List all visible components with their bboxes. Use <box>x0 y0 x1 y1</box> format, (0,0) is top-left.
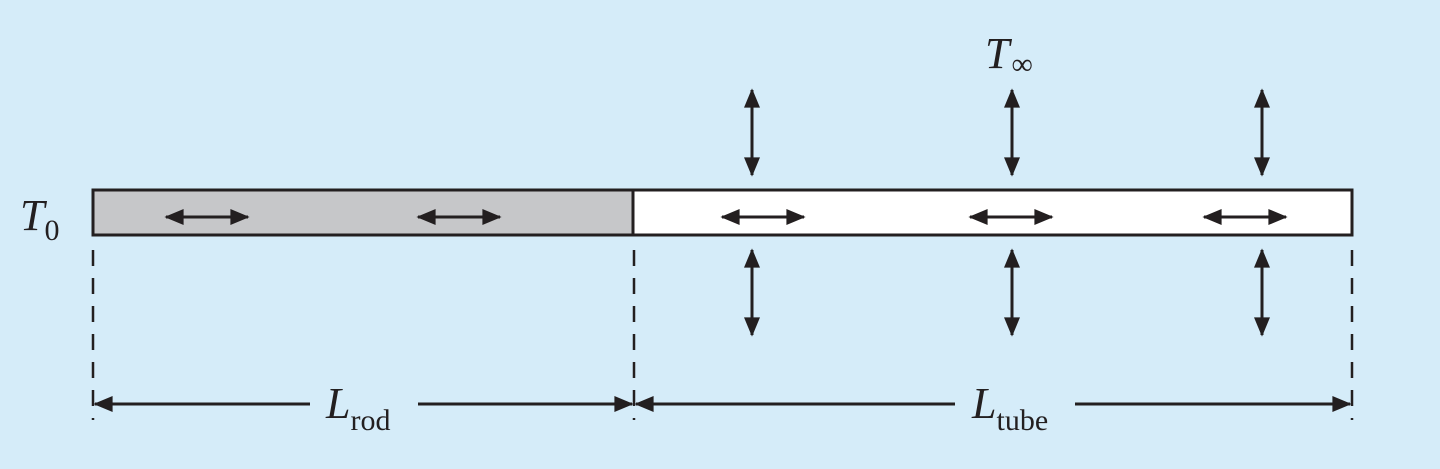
convection-arrows <box>744 88 1270 337</box>
tube-segment <box>631 188 1354 237</box>
rod-length-label: Lrod <box>325 379 390 437</box>
rod-segment <box>91 188 635 237</box>
extension-lines <box>91 250 1354 420</box>
ambient-temperature-label: T∞ <box>985 29 1033 81</box>
base-temperature-label: T0 <box>20 191 59 247</box>
tube-length-label: Ltube <box>971 379 1048 437</box>
